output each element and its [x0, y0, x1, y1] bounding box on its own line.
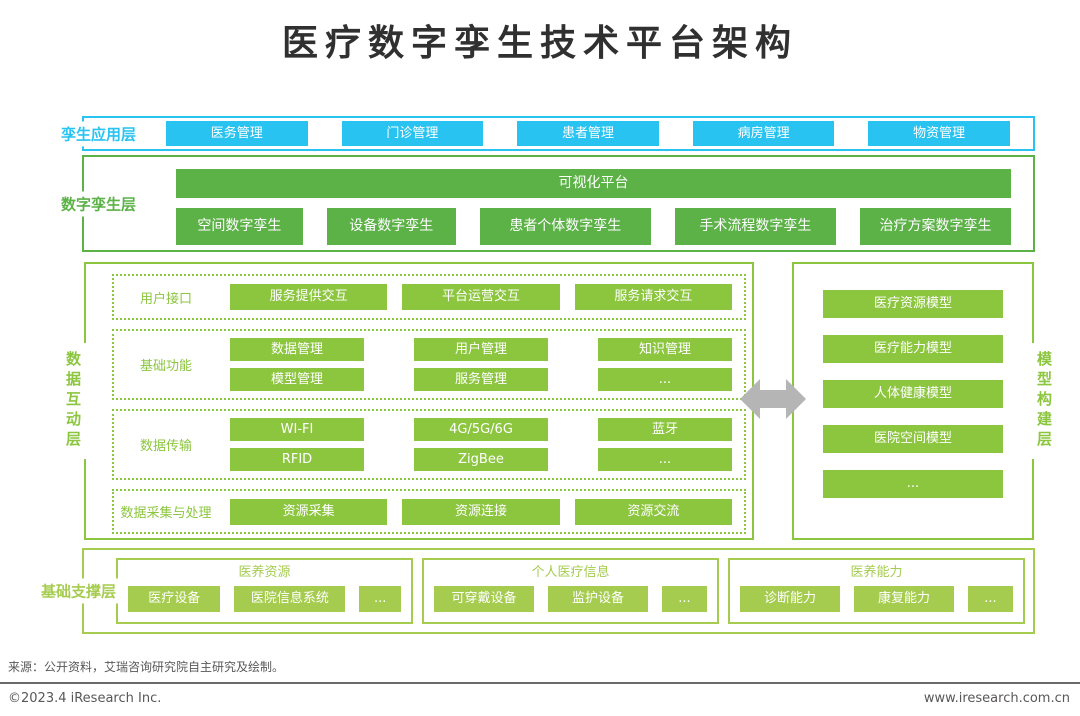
function-box: ...	[598, 368, 732, 391]
page-title: 医疗数字孪生技术平台架构	[281, 23, 798, 64]
section-data-collection: 数据采集与处理 资源采集 资源连接 资源交流	[112, 489, 746, 534]
transmission-box: 蓝牙	[598, 418, 732, 441]
support-box: 康复能力	[854, 586, 954, 612]
layer-support-label: 基础支撑层	[34, 578, 124, 604]
support-box: 监护设备	[548, 586, 648, 612]
copyright-text: ©2023.4 iResearch Inc.	[8, 691, 162, 706]
section-box-grid: 数据管理 用户管理 知识管理 模型管理 服务管理 ...	[230, 338, 732, 391]
layer-twin-label: 数字孪生层	[54, 191, 144, 216]
model-box: 人体健康模型	[823, 380, 1003, 408]
support-box: 医疗设备	[128, 586, 221, 612]
section-box-row: 资源采集 资源连接 资源交流	[230, 498, 732, 525]
model-box: 医疗资源模型	[823, 290, 1003, 318]
collection-box: 资源采集	[230, 498, 388, 525]
section-label: 数据采集与处理	[120, 506, 212, 521]
support-box: 诊断能力	[740, 586, 840, 612]
section-label: 基础功能	[139, 359, 192, 374]
website-link: www.iresearch.com.cn	[923, 691, 1070, 706]
collection-box: 资源连接	[402, 498, 560, 525]
layer-interaction-label: 数据互动层	[59, 343, 88, 459]
function-box: 模型管理	[230, 368, 364, 391]
layer-app-label: 孪生应用层	[54, 121, 144, 146]
twin-box: 设备数字孪生	[326, 208, 456, 245]
transmission-box: ...	[598, 448, 732, 471]
group-title: 医养资源	[238, 565, 291, 580]
section-label: 数据传输	[139, 439, 192, 454]
layer-twin: 数字孪生层 可视化平台 空间数字孪生 设备数字孪生 患者个体数字孪生 手术流程数…	[54, 155, 1035, 252]
app-box: 病房管理	[692, 121, 835, 146]
source-note: 来源：公开资料，艾瑞咨询研究院自主研究及绘制。	[8, 660, 285, 674]
section-user-interface: 用户接口 服务提供交互 平台运营交互 服务请求交互	[112, 274, 746, 320]
support-box: ...	[968, 586, 1013, 612]
layer-model-label: 模型构建层	[1030, 343, 1059, 459]
layer-support: 基础支撑层 医养资源 医疗设备 医院信息系统 ... 个人医疗信息 可穿戴设备 …	[34, 548, 1035, 634]
footer-divider	[0, 682, 1080, 684]
app-box: 患者管理	[517, 121, 659, 146]
section-box-row: 服务提供交互 平台运营交互 服务请求交互	[230, 284, 732, 310]
collection-box: 资源交流	[574, 498, 732, 525]
group-medical-resources: 医养资源 医疗设备 医院信息系统 ...	[116, 558, 413, 624]
group-box-row: 诊断能力 康复能力 ...	[740, 586, 1013, 612]
interaction-box: 服务请求交互	[574, 284, 732, 310]
app-box: 门诊管理	[341, 121, 484, 146]
twin-box: 空间数字孪生	[176, 208, 303, 245]
app-box: 物资管理	[868, 121, 1010, 146]
model-box: 医院空间模型	[823, 425, 1003, 453]
layer-model: 模型构建层 医疗资源模型 医疗能力模型 人体健康模型 医院空间模型 ...	[792, 262, 1059, 540]
group-title: 个人医疗信息	[531, 565, 610, 580]
model-box: ...	[823, 470, 1003, 498]
twin-box: 治疗方案数字孪生	[859, 208, 1011, 245]
section-label: 用户接口	[139, 291, 192, 307]
app-box: 医务管理	[166, 121, 308, 146]
group-box-row: 医疗设备 医院信息系统 ...	[128, 586, 401, 612]
transmission-box: WI-FI	[230, 418, 364, 441]
transmission-box: 4G/5G/6G	[414, 418, 548, 441]
support-box: ...	[662, 586, 707, 612]
function-box: 服务管理	[414, 368, 548, 391]
section-box-grid: WI-FI 4G/5G/6G 蓝牙 RFID ZigBee ...	[230, 418, 732, 471]
interaction-box: 服务提供交互	[230, 284, 388, 310]
model-box: 医疗能力模型	[823, 335, 1003, 363]
support-box: 医院信息系统	[234, 586, 346, 612]
section-data-transmission: 数据传输 WI-FI 4G/5G/6G 蓝牙 RFID ZigBee ...	[112, 409, 746, 480]
function-box: 知识管理	[598, 338, 732, 361]
double-arrow-icon	[740, 376, 806, 426]
group-medical-capability: 医养能力 诊断能力 康复能力 ...	[728, 558, 1025, 624]
twin-box: 患者个体数字孪生	[479, 208, 651, 245]
group-title: 医养能力	[850, 565, 903, 580]
twin-box: 手术流程数字孪生	[674, 208, 836, 245]
twin-box-row: 空间数字孪生 设备数字孪生 患者个体数字孪生 手术流程数字孪生 治疗方案数字孪生	[176, 208, 1011, 245]
transmission-box: ZigBee	[414, 448, 548, 471]
transmission-box: RFID	[230, 448, 364, 471]
layer-app: 孪生应用层 医务管理 门诊管理 患者管理 病房管理 物资管理	[54, 116, 1035, 151]
support-box: 可穿戴设备	[434, 586, 534, 612]
group-personal-medical-info: 个人医疗信息 可穿戴设备 监护设备 ...	[422, 558, 719, 624]
visualization-platform-box: 可视化平台	[176, 169, 1011, 198]
function-box: 用户管理	[414, 338, 548, 361]
interaction-box: 平台运营交互	[402, 284, 560, 310]
function-box: 数据管理	[230, 338, 364, 361]
section-basic-functions: 基础功能 数据管理 用户管理 知识管理 模型管理 服务管理 ...	[112, 329, 746, 400]
support-box: ...	[359, 586, 401, 612]
layer-interaction: 数据互动层 用户接口 服务提供交互 平台运营交互 服务请求交互 基础功能 数据管…	[59, 262, 754, 540]
group-box-row: 可穿戴设备 监护设备 ...	[434, 586, 707, 612]
